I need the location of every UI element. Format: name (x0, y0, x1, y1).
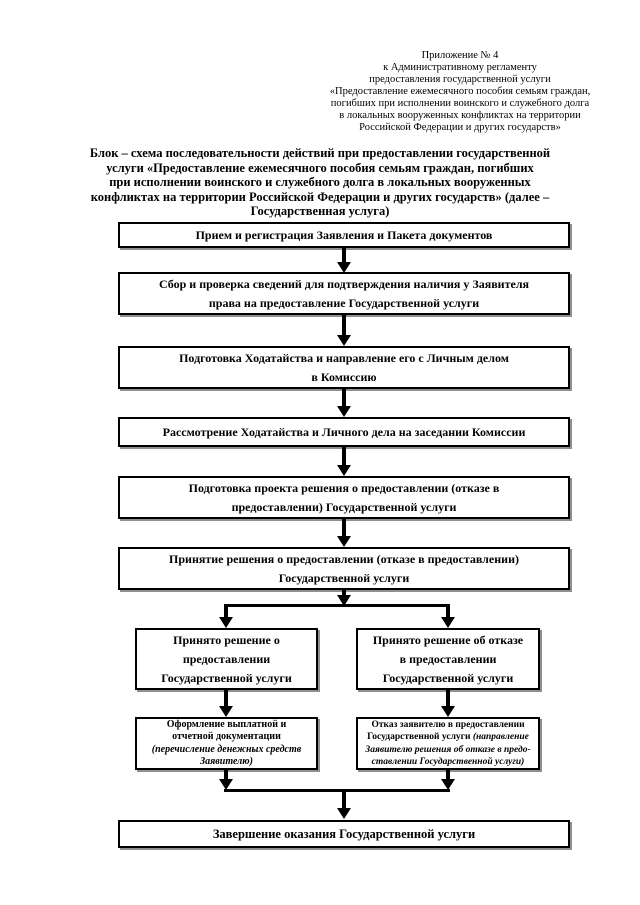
flow-arrow-line (342, 590, 346, 598)
flow-arrow-line (342, 248, 346, 262)
flow-step-draft-decision-label: Подготовка проекта решения о предоставле… (188, 480, 500, 514)
flow-arrow-line (446, 606, 450, 619)
flow-arrow-line (342, 791, 346, 808)
flow-step-completion: Завершение оказания Государственной услу… (118, 820, 570, 848)
flow-step-verification: Сбор и проверка сведений для подтвержден… (118, 272, 570, 315)
flow-arrowhead (337, 595, 351, 606)
merge-connector-line (224, 789, 450, 792)
payment-label: Оформление выплатной и отчетной документ… (166, 718, 287, 743)
flow-arrow-line (342, 315, 346, 336)
flow-arrowhead (219, 706, 233, 717)
flow-arrow-line (446, 770, 450, 780)
flow-step-refusal-text: Отказ заявителю в предоставлении Государ… (358, 719, 538, 769)
flow-step-reception-label: Прием и регистрация Заявления и Пакета д… (195, 227, 493, 242)
flow-arrow-line (224, 770, 228, 780)
flow-arrowhead (337, 465, 351, 476)
flow-arrowhead (337, 808, 351, 819)
page-title: Блок – схема последовательности действий… (89, 146, 551, 218)
flow-step-approved-label: Принято решение о предоставлении Государ… (161, 632, 292, 685)
flow-step-review-label: Рассмотрение Ходатайства и Личного дела … (162, 424, 526, 439)
flow-step-review: Рассмотрение Ходатайства и Личного дела … (118, 417, 570, 447)
refusal-note: (направление Заявителю решения об отказе… (365, 732, 531, 767)
flow-step-approved: Принято решение о предоставлении Государ… (135, 628, 318, 690)
flow-step-payment: Оформление выплатной и отчетной документ… (135, 717, 318, 770)
flow-arrow-line (224, 606, 228, 619)
flow-arrowhead (441, 617, 455, 628)
flow-step-draft-decision: Подготовка проекта решения о предоставле… (118, 476, 570, 519)
flow-arrow-line (342, 447, 346, 466)
flow-step-refused: Принято решение об отказе в предоставлен… (356, 628, 540, 690)
refusal-label: Отказ заявителю в предоставлении Государ… (367, 719, 525, 743)
flow-step-refused-label: Принято решение об отказе в предоставлен… (372, 632, 524, 685)
flow-step-refusal: Отказ заявителю в предоставлении Государ… (356, 717, 540, 770)
flow-step-decision: Принятие решения о предоставлении (отказ… (118, 547, 570, 590)
flow-arrowhead (337, 406, 351, 417)
split-connector-line (224, 604, 450, 607)
flow-arrow-line (446, 690, 450, 707)
flow-arrow-line (342, 389, 346, 407)
flow-step-reception: Прием и регистрация Заявления и Пакета д… (118, 222, 570, 248)
flow-arrow-line (342, 519, 346, 537)
flow-step-petition-label: Подготовка Ходатайства и направление его… (179, 350, 509, 384)
flow-arrowhead (441, 706, 455, 717)
flow-step-verification-label: Сбор и проверка сведений для подтвержден… (158, 276, 530, 310)
flow-arrowhead (441, 779, 455, 790)
flow-arrowhead (219, 617, 233, 628)
flow-arrow-line (224, 690, 228, 707)
payment-note: (перечисление денежных средств Заявителю… (151, 743, 302, 768)
flow-arrowhead (219, 779, 233, 790)
flow-step-decision-label: Принятие решения о предоставлении (отказ… (169, 551, 519, 585)
flow-arrowhead (337, 262, 351, 273)
flow-step-payment-text: Оформление выплатной и отчетной документ… (137, 719, 316, 769)
flow-step-completion-label: Завершение оказания Государственной услу… (212, 826, 476, 841)
flow-step-petition: Подготовка Ходатайства и направление его… (118, 346, 570, 389)
appendix-note: Приложение № 4 к Административному регла… (329, 50, 591, 133)
flow-arrowhead (337, 335, 351, 346)
flow-arrowhead (337, 536, 351, 547)
